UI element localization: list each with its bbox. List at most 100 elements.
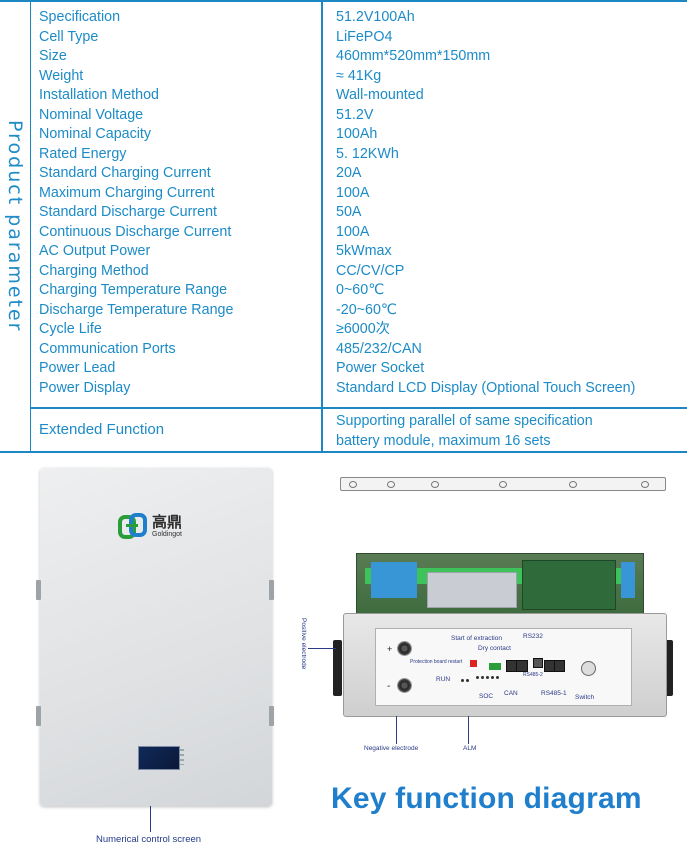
positive-pointer (308, 648, 336, 649)
soc-label: SOC (479, 693, 494, 700)
extended-line-2: battery module, maximum 16 sets (336, 433, 551, 449)
spec-row: Charging Method CC/CV/CP (30, 262, 687, 282)
extended-function-row: Extended Function Supporting parallel of… (30, 411, 687, 452)
spec-value: ≥6000次 (336, 321, 390, 337)
spec-value: 0~60℃ (336, 282, 385, 298)
negative-terminal (397, 678, 412, 693)
spec-row: AC Output Power 5kWmax (30, 242, 687, 262)
spec-key: Installation Method (39, 87, 160, 103)
heatsink (427, 572, 517, 608)
mounting-rail (340, 477, 666, 491)
spec-value: 100Ah (336, 126, 378, 142)
rs485-1-label: RS485-1 (541, 690, 567, 697)
led (461, 679, 464, 682)
led (491, 676, 494, 679)
led (476, 676, 479, 679)
run-label: RUN (436, 676, 451, 683)
positive-label: Positive electrode (300, 618, 307, 678)
alm-pointer (468, 716, 469, 744)
mount-bracket (36, 580, 41, 600)
can-label: CAN (504, 690, 518, 697)
rail-hole (349, 481, 357, 488)
spec-key: Charging Method (39, 262, 149, 279)
spec-value: Power Socket (336, 360, 425, 376)
spec-row: Nominal Voltage 51.2V (30, 106, 687, 126)
dry-contact-label: Dry contact (478, 645, 511, 652)
spec-value: CC/CV/CP (336, 262, 405, 279)
spec-key: Cell Type (39, 28, 99, 45)
rail-hole (569, 481, 577, 488)
spec-row: Continuous Discharge Current 100A (30, 223, 687, 243)
spec-key: Power Lead (39, 360, 116, 376)
positive-label-text: Positive electrode (300, 618, 307, 670)
spec-value: 5. 12KWh (336, 145, 399, 162)
spec-row: Cycle Life ≥6000次 (30, 320, 687, 340)
spec-key: Standard Charging Current (39, 165, 211, 181)
led (466, 679, 469, 682)
spec-value: 50A (336, 204, 362, 220)
spec-row: Rated Energy 5. 12KWh (30, 145, 687, 165)
alm-label: ALM (463, 745, 477, 752)
led (481, 676, 484, 679)
lcd-screen (138, 746, 180, 770)
battery-internal-board (356, 553, 644, 615)
plus-sign: + (387, 644, 393, 654)
rs232-port (533, 658, 543, 668)
spec-value: 5kWmax (336, 243, 392, 259)
rs485-2-label: RS485-2 (523, 672, 543, 678)
spec-value: Standard LCD Display (Optional Touch Scr… (336, 379, 636, 396)
spec-value: 100A (336, 184, 370, 201)
spec-value: 51.2V100Ah (336, 9, 415, 25)
negative-pointer (396, 716, 397, 744)
spec-key: Continuous Discharge Current (39, 223, 232, 240)
spec-value: 20A (336, 165, 362, 181)
screen-buttons (180, 749, 184, 765)
left-divider (30, 0, 31, 452)
spec-row: Power Display Standard LCD Display (Optio… (30, 379, 687, 399)
restart-button (470, 660, 477, 667)
spec-key: Communication Ports (39, 340, 176, 357)
spec-key: Nominal Capacity (39, 126, 152, 142)
spec-row: Nominal Capacity 100Ah (30, 125, 687, 145)
spec-key: Power Display (39, 379, 131, 396)
spec-key: Weight (39, 67, 84, 84)
minus-sign: - (387, 681, 391, 692)
spec-key: Charging Temperature Range (39, 282, 228, 298)
diagram-title: Key function diagram (331, 782, 642, 815)
section-title-text: Product parameter (4, 119, 26, 333)
spec-value: -20~60℃ (336, 301, 397, 318)
can-port (516, 660, 528, 672)
spec-key: Cycle Life (39, 321, 102, 337)
spec-value: 460mm*520mm*150mm (336, 48, 491, 64)
led (486, 676, 489, 679)
power-switch (581, 661, 596, 676)
spec-row: Standard Charging Current 20A (30, 164, 687, 184)
left-handle (333, 640, 342, 696)
mount-bracket (269, 706, 274, 726)
switch-label: Switch (575, 694, 595, 701)
spec-key: Nominal Voltage (39, 106, 144, 123)
rail-hole (641, 481, 649, 488)
spec-value: LiFePO4 (336, 28, 393, 45)
spec-value: 100A (336, 223, 370, 240)
extended-line-1: Supporting parallel of same specificatio… (336, 413, 593, 429)
spec-row: Cell Type LiFePO4 (30, 28, 687, 48)
spec-key: Discharge Temperature Range (39, 301, 234, 318)
protection-label: Protection board restart (410, 659, 463, 665)
dry-contact-port (489, 663, 501, 670)
spec-key: Rated Energy (39, 145, 127, 162)
spec-value: 51.2V (336, 106, 374, 123)
spec-value: ≈ 41Kg (336, 67, 382, 84)
brand-logo: 高鼎 Goldingot (118, 512, 182, 542)
rail-hole (387, 481, 395, 488)
mid-divider (321, 0, 323, 452)
rs485-port (554, 660, 565, 672)
spec-key: AC Output Power (39, 243, 151, 259)
